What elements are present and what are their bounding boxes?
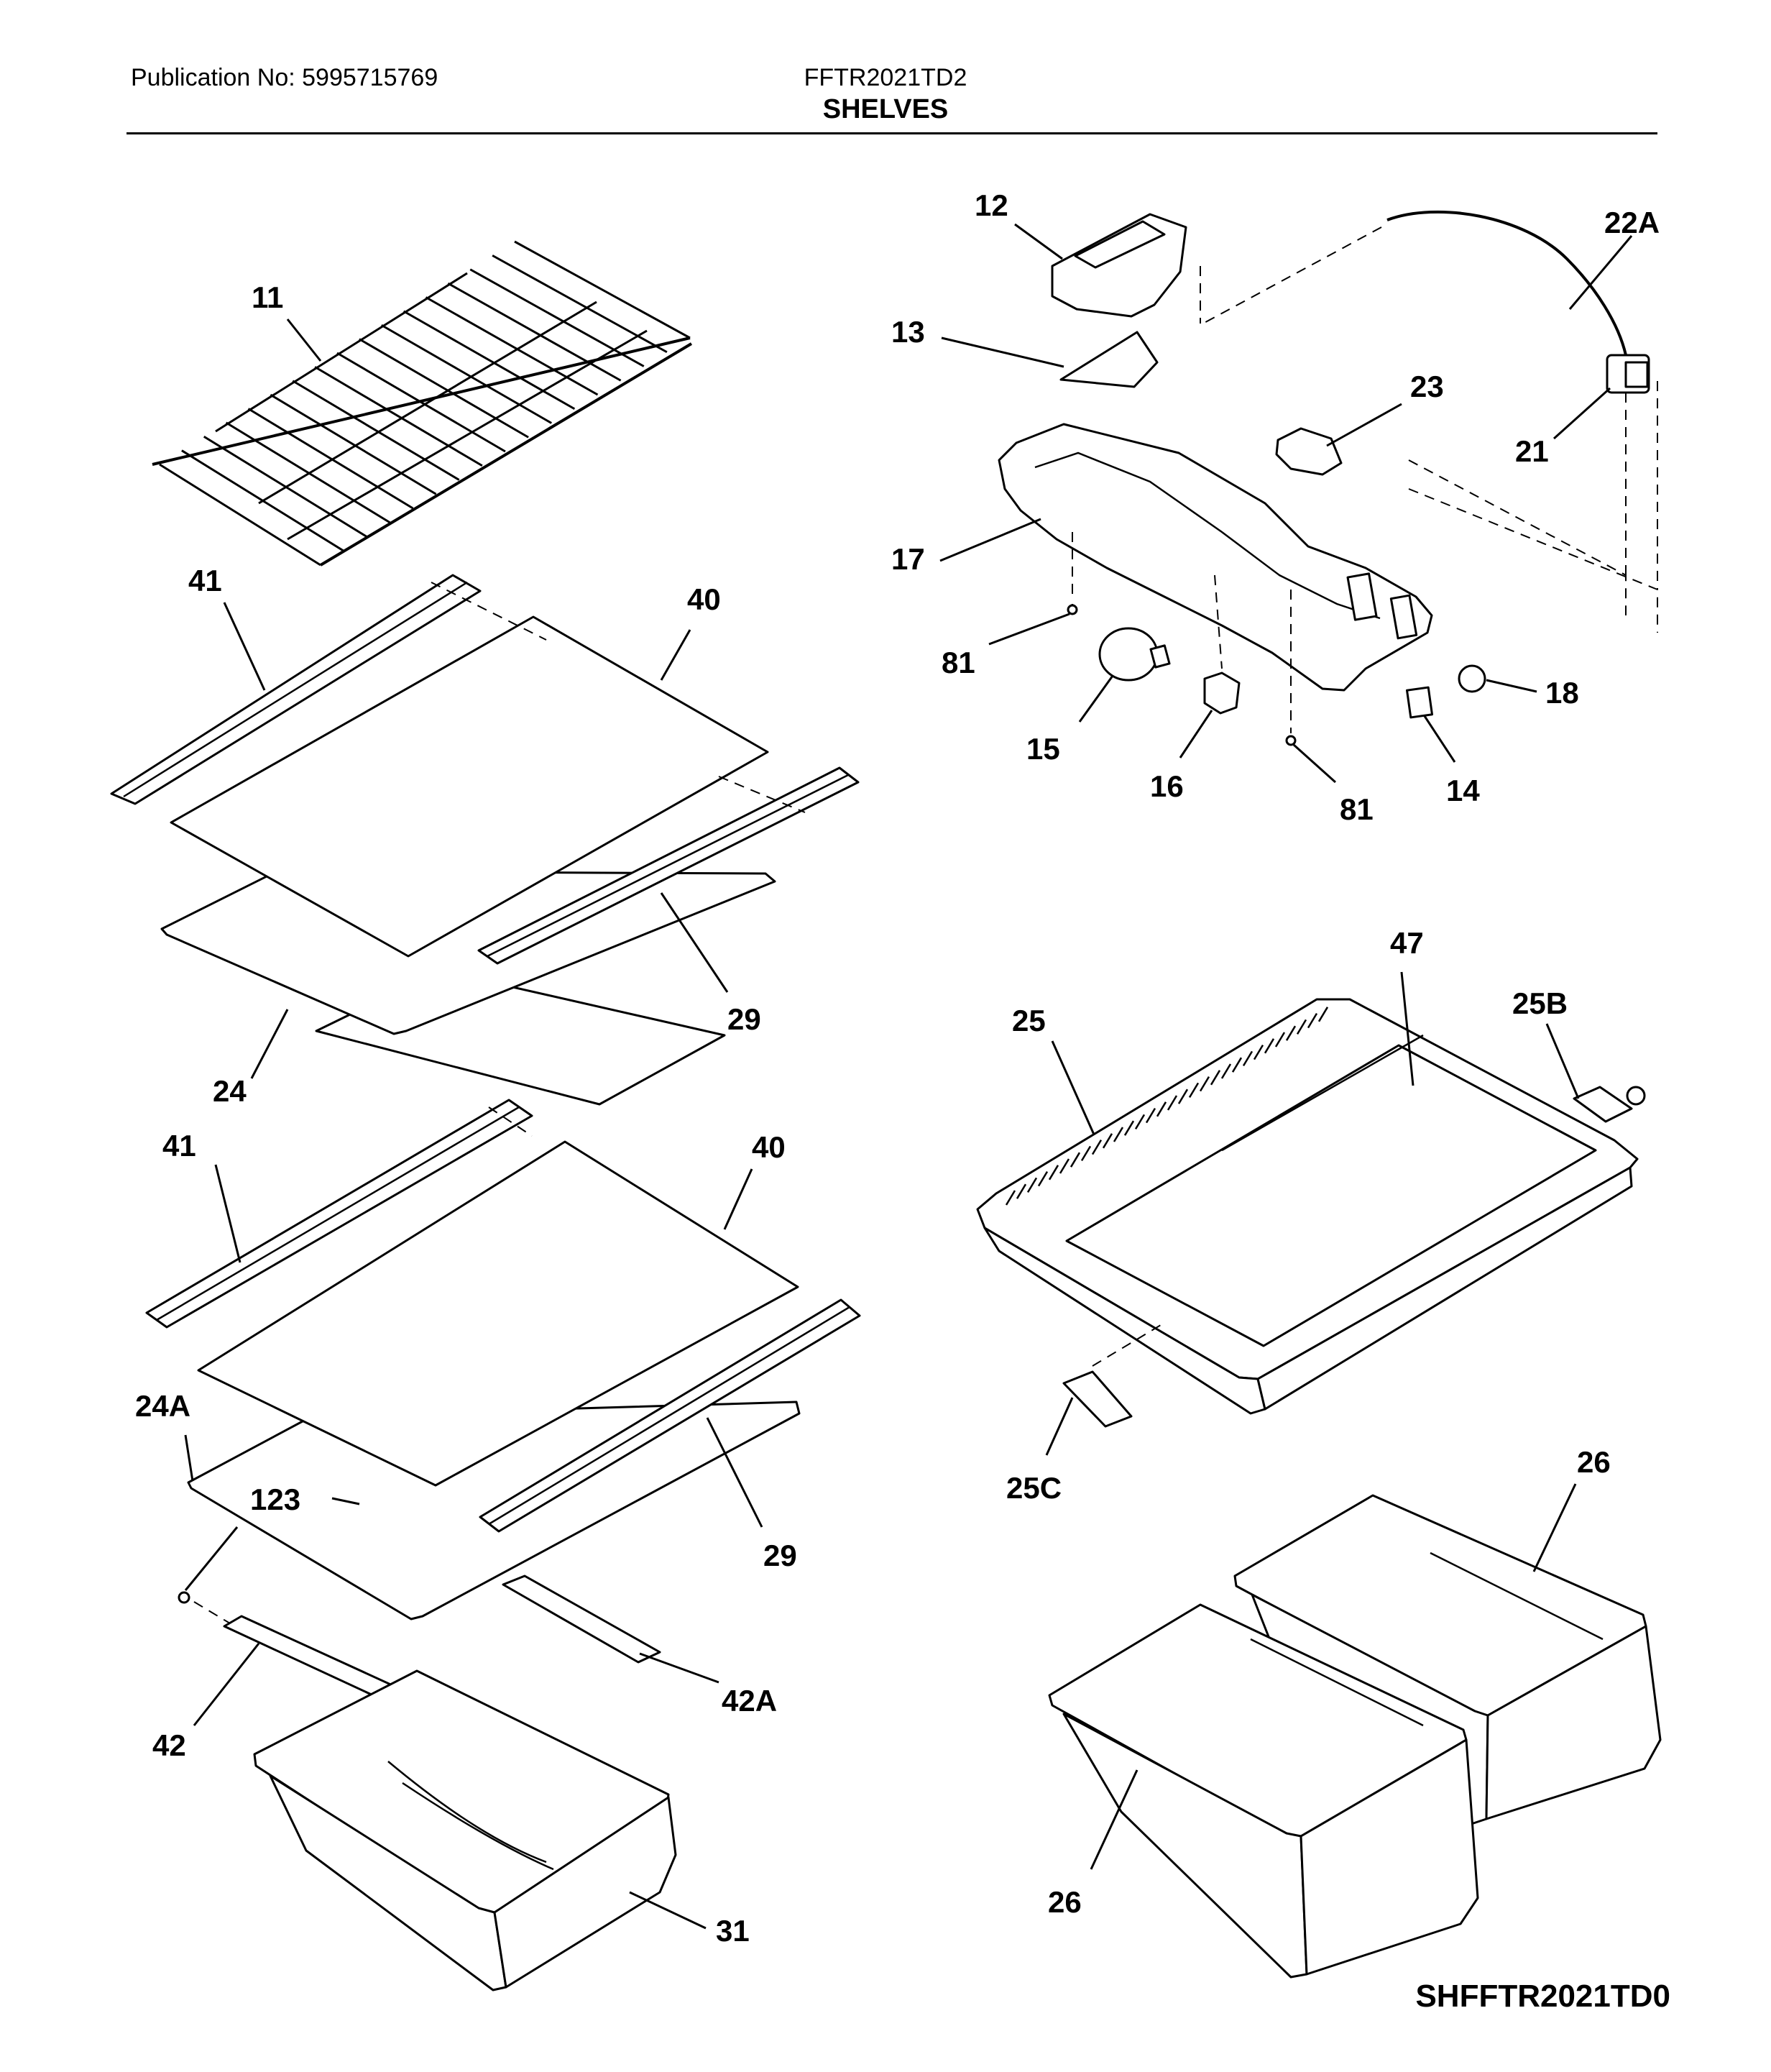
callout-31: 31 (716, 1914, 750, 1948)
callout-42A: 42A (722, 1684, 777, 1718)
drawing-stroke (1123, 1120, 1135, 1136)
upper-glass-shelf-drawing (110, 574, 860, 1106)
callout-29-lower: 29 (763, 1539, 797, 1572)
drawing-stroke (314, 366, 483, 467)
callout-47: 47 (1390, 926, 1424, 960)
drawing-stroke (1220, 1063, 1232, 1079)
callout-26-right: 26 (1577, 1445, 1611, 1479)
drawing-stroke (359, 338, 529, 439)
callout-11: 11 (252, 280, 283, 314)
drawing-stroke (336, 352, 506, 453)
callout-25B: 25B (1512, 986, 1568, 1020)
drawing-stroke (1177, 1088, 1189, 1104)
callout-25C: 25C (1006, 1471, 1062, 1505)
drawing-stroke (1048, 1165, 1059, 1181)
callout-23: 23 (1410, 370, 1444, 403)
callout-14: 14 (1446, 774, 1480, 807)
drawing-stroke (215, 272, 468, 433)
diagram-code: SHFFTR2021TD0 (1415, 1979, 1670, 2014)
drawing-stroke (402, 310, 576, 411)
drawing-stroke (1285, 1025, 1297, 1041)
drawing-stroke (1156, 1101, 1167, 1117)
callout-123: 123 (250, 1482, 300, 1516)
drawing-stroke (258, 301, 597, 505)
callout-12: 12 (975, 188, 1008, 222)
drawing-stroke (469, 268, 645, 367)
drawing-stroke (1091, 1139, 1103, 1155)
publication-number: Publication No: 5995715769 (131, 64, 438, 91)
drawing-stroke (1102, 1133, 1113, 1149)
section-title: SHELVES (822, 94, 949, 124)
drawing-stroke (292, 380, 460, 481)
vent-slots (1005, 1007, 1329, 1206)
callout-24A: 24A (135, 1389, 190, 1423)
drawing-stroke (1307, 1012, 1318, 1029)
drawing-stroke (1274, 1032, 1286, 1048)
drawing-stroke (1134, 1114, 1146, 1130)
callout-25: 25 (1012, 1004, 1046, 1037)
model-number: FFTR2021TD2 (804, 64, 967, 91)
crisper-drawer-drawing (253, 1669, 677, 1991)
callout-22A: 22A (1604, 206, 1660, 239)
drawing-stroke (225, 421, 391, 524)
drawing-stroke (1264, 1038, 1275, 1054)
callout-24: 24 (213, 1074, 247, 1108)
drawing-stroke (1253, 1044, 1264, 1060)
drawing-stroke (1026, 1177, 1038, 1193)
drawing-stroke (381, 324, 552, 424)
drawing-stroke (447, 282, 622, 382)
leader-lines (184, 223, 1633, 1930)
drawing-stroke (1005, 1190, 1016, 1206)
drawing-stroke (1231, 1057, 1243, 1073)
drawing-stroke (1199, 1076, 1210, 1092)
callout-21: 21 (1515, 434, 1549, 468)
drawing-stroke (1188, 1082, 1200, 1099)
callout-40-upper: 40 (687, 582, 721, 616)
callout-15: 15 (1026, 732, 1060, 766)
drawing-stroke (1037, 1170, 1049, 1187)
drawing-stroke (425, 296, 599, 396)
drawing-stroke (270, 393, 437, 495)
drawing-stroke (1145, 1107, 1156, 1124)
drawing-stroke (514, 240, 691, 339)
callout-41-upper: 41 (188, 564, 222, 597)
drawing-stroke (1016, 1183, 1027, 1199)
drawing-stroke (159, 463, 321, 567)
callout-17: 17 (891, 542, 925, 576)
callout-42: 42 (152, 1728, 186, 1762)
callout-81-right: 81 (1340, 792, 1374, 826)
drawing-stroke (287, 329, 648, 541)
callout-26-left: 26 (1048, 1885, 1082, 1919)
drawing-stroke (1059, 1158, 1070, 1174)
header-divider (126, 132, 1657, 134)
drawing-stroke (1317, 1007, 1329, 1022)
lower-glass-shelf-drawing (145, 1099, 861, 1738)
drawing-stroke (1167, 1095, 1178, 1111)
drawing-stroke (1210, 1070, 1221, 1086)
callout-16: 16 (1150, 769, 1184, 803)
callout-40-lower: 40 (752, 1130, 786, 1164)
drawing-stroke (492, 255, 668, 354)
drawing-stroke (1242, 1050, 1254, 1067)
crisper-pans-drawing (1048, 1494, 1662, 1979)
drawing-stroke (1070, 1152, 1081, 1168)
crisper-cover-drawing (976, 998, 1646, 1428)
wire-shelf-drawing (152, 240, 693, 567)
drawing-stroke (1080, 1145, 1092, 1162)
drawing-stroke (1113, 1127, 1124, 1142)
callout-labels: 11 41 40 29 24 41 40 24A 123 29 42A 42 3… (135, 188, 1660, 1948)
callout-18: 18 (1545, 676, 1579, 710)
callout-81-left: 81 (942, 646, 975, 679)
control-housing-drawing (998, 210, 1658, 746)
drawing-stroke (247, 408, 414, 510)
callout-41-lower: 41 (162, 1129, 196, 1163)
callout-29-upper: 29 (727, 1002, 761, 1036)
callout-13: 13 (891, 315, 925, 349)
drawing-stroke (319, 342, 693, 567)
drawing-stroke (1296, 1019, 1307, 1035)
